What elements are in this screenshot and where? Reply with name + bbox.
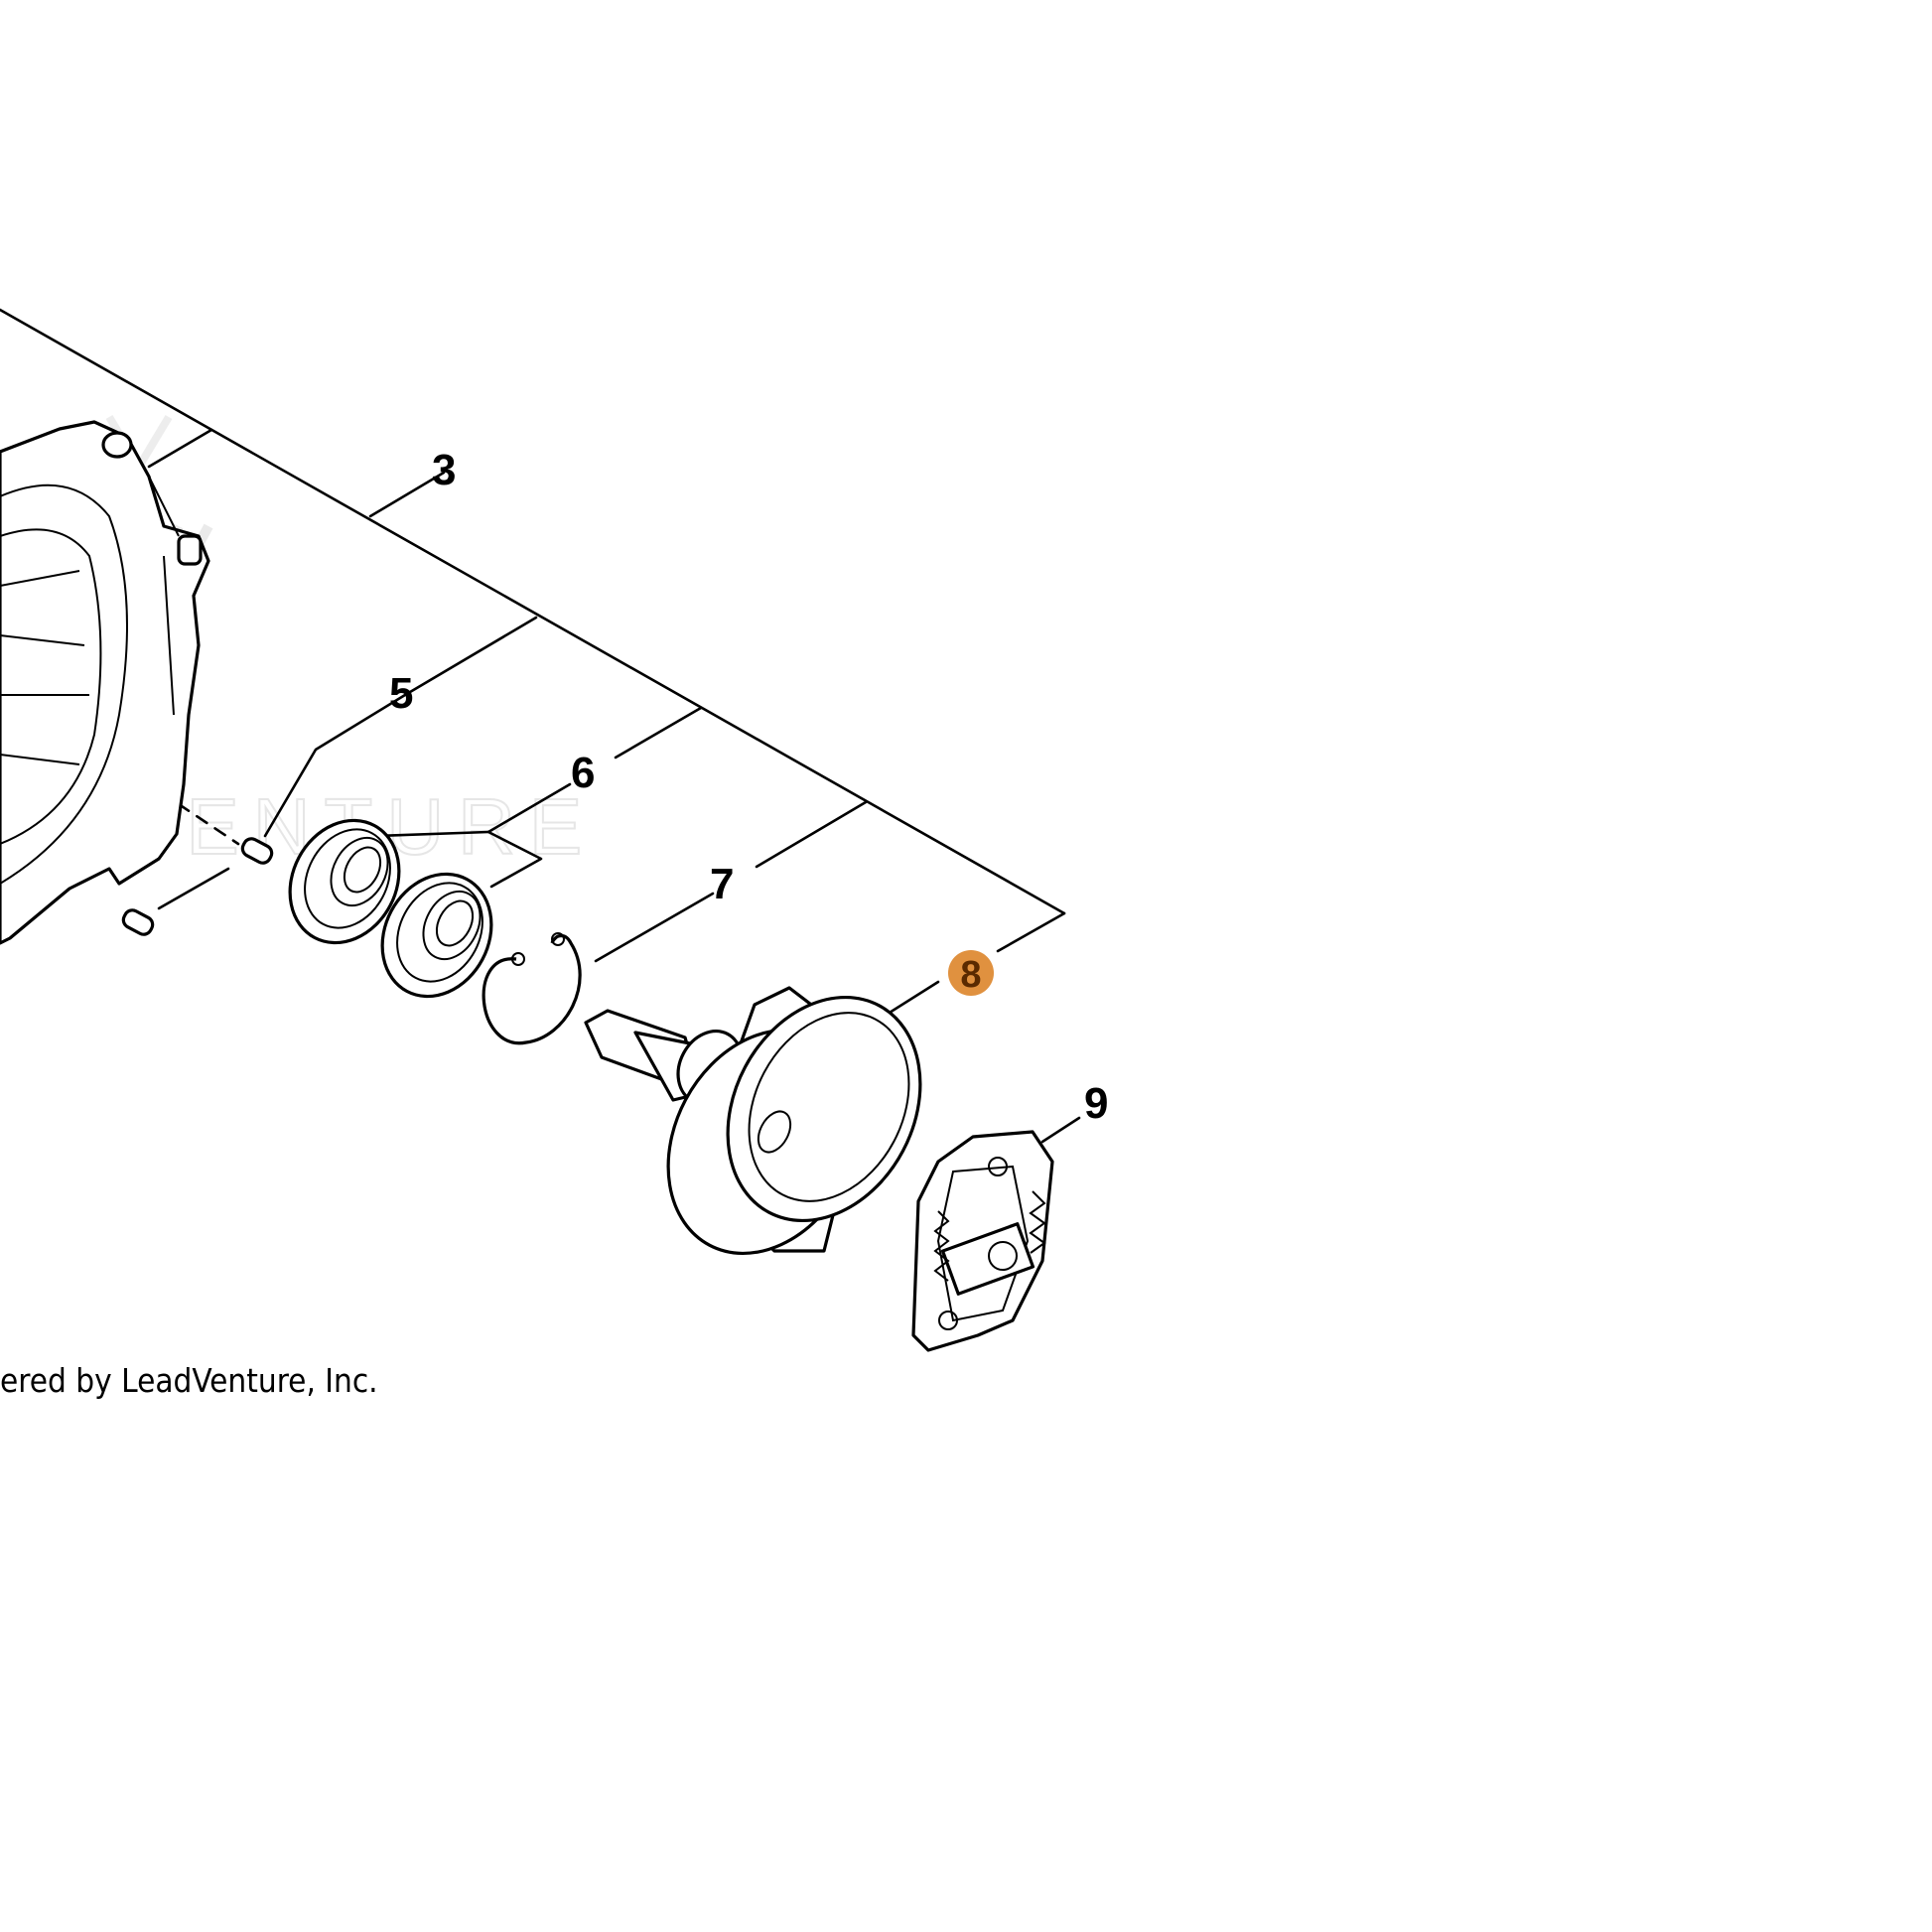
leader-lines (0, 308, 1081, 1144)
callout-8[interactable]: 8 (960, 954, 981, 996)
circlip (482, 932, 582, 1045)
ball-bearing-2 (380, 872, 493, 999)
clutch-shoe-assembly (911, 1130, 1054, 1352)
callout-8-highlight[interactable]: 8 (948, 950, 994, 996)
copyright-notice: ered by LeadVenture, Inc. (0, 1361, 378, 1400)
callout-5[interactable]: 5 (389, 669, 413, 718)
dowel-pins (121, 837, 274, 936)
clutch-housing (0, 420, 210, 945)
callout-7[interactable]: 7 (710, 860, 734, 908)
ball-bearing-1 (288, 818, 401, 945)
callout-3[interactable]: 3 (432, 446, 456, 494)
callout-6[interactable]: 6 (571, 749, 595, 797)
callout-9[interactable]: 9 (1084, 1079, 1108, 1128)
callout-labels: 3 5 6 7 8 9 (389, 446, 1108, 1128)
clutch-drum (584, 986, 922, 1256)
